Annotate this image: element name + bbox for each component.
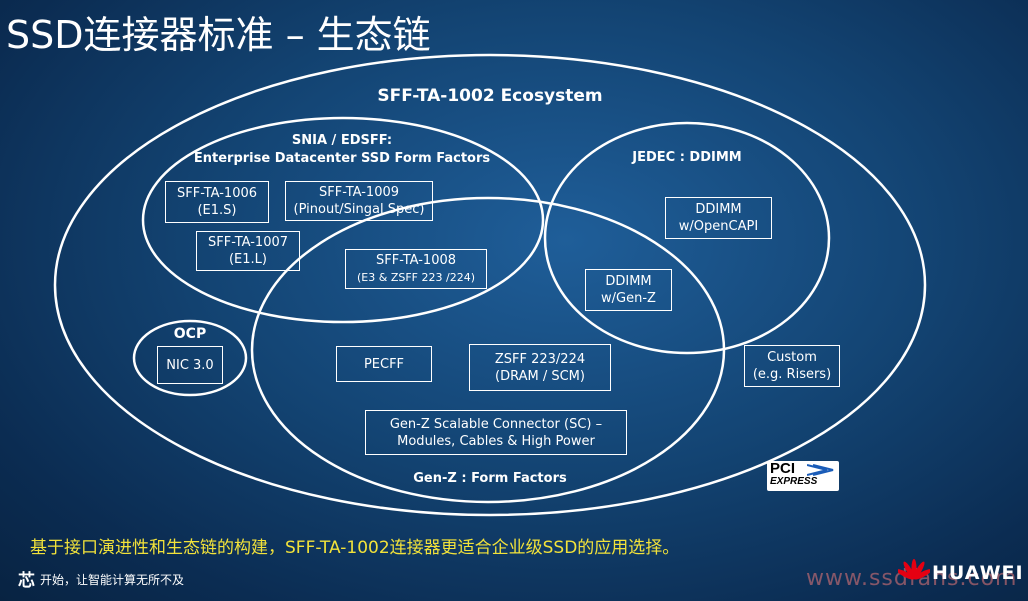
pci-express-logo: PCI EXPRESS bbox=[767, 461, 839, 491]
pecff-name: PECFF bbox=[363, 356, 405, 372]
genz-ellipse bbox=[250, 196, 726, 504]
custom-box: Custom (e.g. Risers) bbox=[744, 345, 840, 387]
brand-name: HUAWEI bbox=[932, 562, 1024, 584]
pci-logo-arrow-icon bbox=[807, 464, 834, 476]
genz-label: Gen-Z : Form Factors bbox=[413, 471, 567, 486]
ddimm-opencapi-desc: w/OpenCAPI bbox=[678, 219, 759, 234]
ecosystem-ellipse bbox=[53, 53, 927, 517]
ddimm-genz-name: DDIMM bbox=[605, 274, 652, 289]
sff-ta-1007-desc: (E1.L) bbox=[228, 252, 267, 267]
sff-ta-1009-box: SFF-TA-1009 (Pinout/Singal Spec) bbox=[285, 181, 433, 221]
ddimm-opencapi-name: DDIMM bbox=[695, 202, 742, 217]
slide-caption: 基于接口演进性和生态链的构建，SFF-TA-1002连接器更适合企业级SSD的应… bbox=[30, 538, 680, 558]
sff-ta-1006-name: SFF-TA-1006 bbox=[176, 186, 258, 201]
slide-title: SSD连接器标准 – 生态链 bbox=[6, 13, 431, 57]
genz-sc-desc: Modules, Cables & High Power bbox=[397, 433, 595, 449]
genz-sc-box: Gen-Z Scalable Connector (SC) – Modules,… bbox=[365, 410, 627, 455]
sff-ta-1007-box: SFF-TA-1007 (E1.L) bbox=[196, 231, 300, 271]
sff-ta-1009-name: SFF-TA-1009 bbox=[318, 185, 400, 200]
jedec-label: JEDEC : DDIMM bbox=[632, 150, 742, 165]
snia-label-line1: SNIA / EDSFF: bbox=[291, 133, 393, 148]
custom-name: Custom bbox=[767, 350, 817, 365]
pci-logo-line2: EXPRESS bbox=[770, 476, 818, 487]
huawei-logo-icon bbox=[898, 559, 930, 580]
ecosystem-label: SFF-TA-1002 Ecosystem bbox=[377, 86, 603, 106]
snia-ellipse bbox=[141, 116, 545, 324]
ddimm-genz-box: DDIMM w/Gen-Z bbox=[585, 269, 672, 311]
ddimm-opencapi-box: DDIMM w/OpenCAPI bbox=[665, 197, 772, 239]
ddimm-genz-desc: w/Gen-Z bbox=[601, 291, 656, 306]
sff-ta-1008-desc: (E3 & ZSFF 223 /224) bbox=[357, 271, 475, 284]
slogan-text: 开始，让智能计算无所不及 bbox=[40, 573, 185, 587]
sff-ta-1006-box: SFF-TA-1006 (E1.S) bbox=[165, 181, 269, 223]
sff-ta-1008-name: SFF-TA-1008 bbox=[375, 253, 457, 268]
sff-ta-1009-desc: (Pinout/Singal Spec) bbox=[293, 202, 425, 217]
pci-logo-line1: PCI bbox=[770, 460, 796, 477]
nic-box: NIC 3.0 bbox=[157, 346, 223, 384]
nic-name: NIC 3.0 bbox=[166, 357, 214, 373]
genz-sc-name: Gen-Z Scalable Connector (SC) – bbox=[389, 416, 603, 432]
ocp-label: OCP bbox=[173, 326, 207, 342]
pecff-box: PECFF bbox=[336, 346, 432, 382]
snia-label-line2: Enterprise Datacenter SSD Form Factors bbox=[193, 151, 491, 166]
ocp-ellipse bbox=[132, 319, 248, 397]
jedec-ellipse bbox=[543, 121, 831, 355]
zsff-desc: (DRAM / SCM) bbox=[495, 368, 585, 384]
sff-ta-1008-box: SFF-TA-1008 (E3 & ZSFF 223 /224) bbox=[345, 249, 487, 289]
zsff-name: ZSFF 223/224 bbox=[494, 351, 586, 367]
zsff-box: ZSFF 223/224 (DRAM / SCM) bbox=[469, 344, 611, 391]
sff-ta-1006-desc: (E1.S) bbox=[197, 203, 237, 218]
custom-desc: (e.g. Risers) bbox=[752, 367, 832, 382]
slogan-mark: 芯 bbox=[18, 571, 35, 591]
sff-ta-1007-name: SFF-TA-1007 bbox=[207, 235, 289, 250]
